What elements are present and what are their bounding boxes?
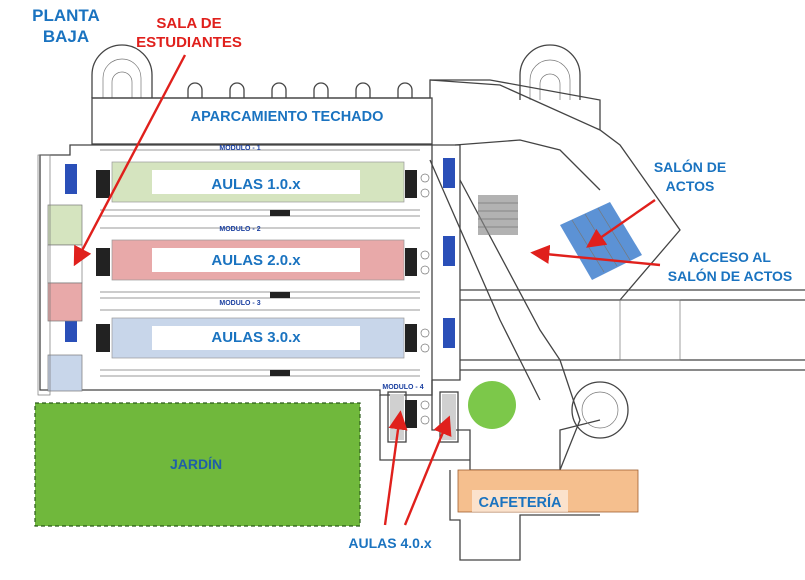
aulas-2-label: AULAS 2.0.x (211, 252, 301, 269)
garden-area (34, 402, 361, 527)
student-room-red (47, 282, 83, 322)
student-room-label-1: SALA DE (156, 15, 221, 32)
cafeteria-label: CAFETERÍA (479, 494, 563, 511)
module-2-label: MODULO - 2 (219, 226, 260, 233)
module-1-label: MODULO - 1 (219, 145, 260, 152)
student-room-blue (47, 354, 83, 392)
student-room-label-2: ESTUDIANTES (136, 34, 242, 51)
hall-label-1: SALÓN DE (654, 158, 726, 175)
module-3-label: MODULO - 3 (219, 300, 260, 307)
building-outline (39, 44, 805, 561)
student-room (47, 244, 83, 284)
aulas-4-label: AULAS 4.0.x (348, 535, 431, 551)
parking-label: APARCAMIENTO TECHADO (191, 109, 384, 125)
stair-blocks (96, 170, 417, 428)
student-room-green (47, 204, 83, 246)
hall-access-arrow (530, 244, 661, 267)
aulas-4-room-right (442, 394, 456, 440)
module-4-label: MODULO - 4 (382, 384, 423, 391)
hall-arrow (586, 199, 656, 248)
floor-label-2: BAJA (43, 27, 89, 46)
auditorium-seating (478, 195, 518, 235)
hall-label-2: ACTOS (666, 178, 715, 194)
courtyard-circle (468, 381, 516, 429)
floor-label-1: PLANTA (32, 6, 100, 25)
garden-label: JARDÍN (170, 456, 222, 472)
hall-access-label-2: SALÓN DE ACTOS (668, 267, 792, 284)
aulas-3-label: AULAS 3.0.x (211, 329, 301, 346)
assembly-hall (560, 202, 642, 280)
aulas-4-arrow-right (403, 415, 452, 526)
hall-access-label-1: ACCESO AL (689, 249, 771, 265)
aulas-1-label: AULAS 1.0.x (211, 176, 301, 193)
aulas-4-arrow-left (383, 410, 408, 526)
student-room-arrow (73, 54, 187, 267)
